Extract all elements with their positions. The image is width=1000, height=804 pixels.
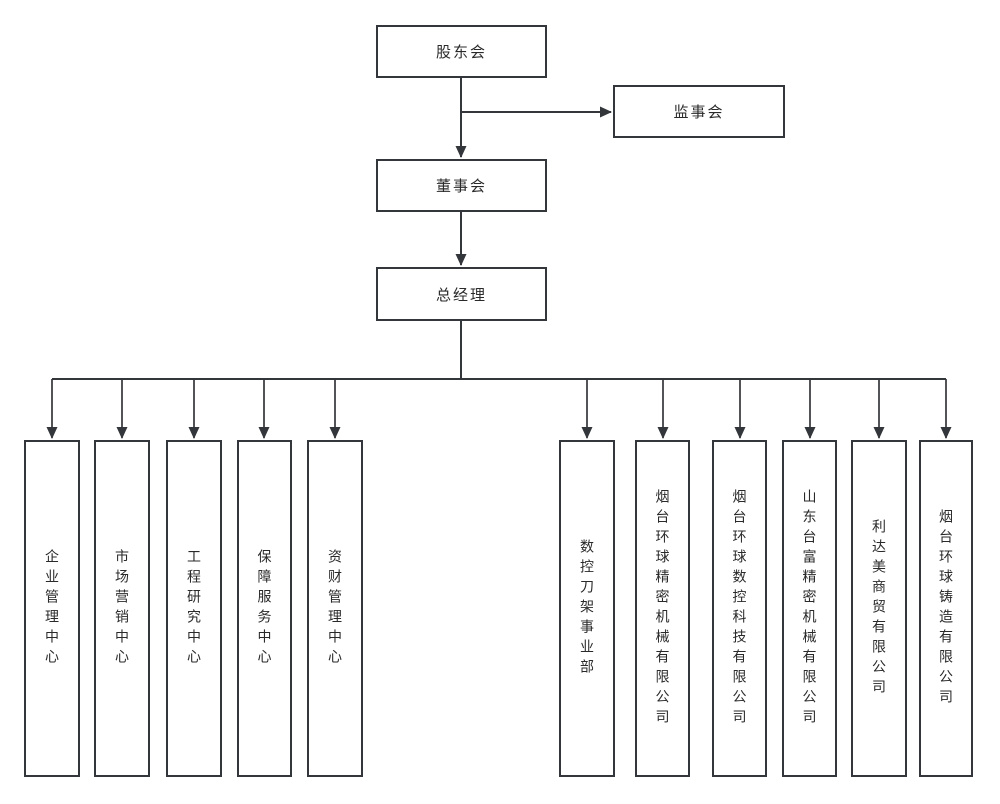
unit-label: 保障服务中心 [256,548,273,669]
unit-shandong-taifu-precision-machinery: 山东台富精密机械有限公司 [782,440,837,777]
unit-lidamei-trading: 利达美商贸有限公司 [851,440,907,777]
unit-label: 数控刀架事业部 [579,538,595,679]
unit-label: 烟台环球精密机械有限公司 [654,488,671,729]
node-label: 总经理 [435,286,487,304]
unit-label: 工程研究中心 [186,548,202,669]
unit-yantai-universal-casting: 烟台环球铸造有限公司 [919,440,973,777]
unit-marketing-center: 市场营销中心 [94,440,150,777]
unit-label: 市场营销中心 [114,548,130,669]
node-general-manager: 总经理 [376,267,547,321]
unit-asset-management-center: 资财管理中心 [307,440,363,777]
unit-yantai-universal-precision-machinery: 烟台环球精密机械有限公司 [635,440,690,777]
node-board-of-directors: 董事会 [376,159,547,212]
node-label: 董事会 [435,178,487,195]
unit-support-service-center: 保障服务中心 [237,440,292,777]
unit-enterprise-management-center: 企业管理中心 [24,440,80,777]
unit-yantai-universal-cnc-technology: 烟台环球数控科技有限公司 [712,440,767,777]
unit-cnc-turret-division: 数控刀架事业部 [559,440,615,777]
node-label: 股东会 [435,44,487,61]
unit-label: 利达美商贸有限公司 [871,518,887,699]
node-shareholders-meeting: 股东会 [376,25,547,78]
node-supervisory-board: 监事会 [613,85,785,138]
node-label: 监事会 [673,104,725,121]
unit-label: 烟台环球铸造有限公司 [938,508,954,709]
unit-engineering-research-center: 工程研究中心 [166,440,222,777]
unit-label: 资财管理中心 [327,548,343,669]
unit-label: 山东台富精密机械有限公司 [801,488,818,729]
unit-label: 烟台环球数控科技有限公司 [731,488,748,729]
unit-label: 企业管理中心 [44,548,60,669]
